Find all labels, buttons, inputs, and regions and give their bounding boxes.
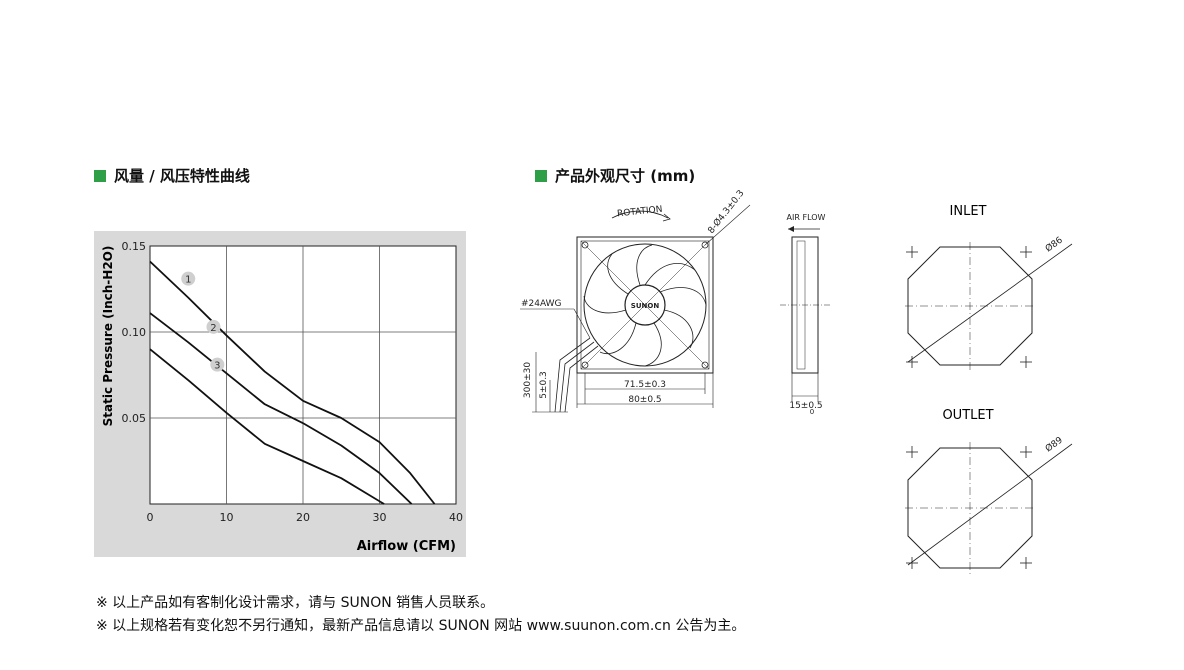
curve-2 — [149, 312, 413, 505]
x-tick-label: 20 — [296, 511, 310, 524]
strip-length-label: 5±0.3 — [539, 371, 549, 399]
curve-label: 3 — [214, 361, 220, 372]
thickness-tolerance: 0 — [810, 408, 814, 416]
green-square-icon — [94, 169, 106, 182]
hole-pitch-label: 71.5±0.3 — [624, 380, 666, 390]
x-tick-label: 0 — [147, 511, 154, 524]
wire-gauge-label: #24AWG — [521, 299, 562, 309]
curve-label: 1 — [185, 275, 191, 286]
inlet-drawing — [905, 242, 1073, 370]
note-customization: ※ 以上产品如有客制化设计需求，请与 SUNON 销售人员联系。 — [96, 595, 495, 611]
brand-label: SUNON — [631, 302, 660, 310]
x-tick-label: 10 — [220, 511, 234, 524]
mounting-hole-label: 8-Ø4.3±0.3 — [706, 188, 747, 236]
inlet-label: INLET — [950, 204, 987, 219]
outlet-label: OUTLET — [942, 408, 993, 423]
curve-section-title-text: 风量 / 风压特性曲线 — [114, 167, 250, 185]
note-specification: ※ 以上规格若有变化恕不另行通知，最新产品信息请以 SUNON 网站 www.s… — [96, 618, 746, 634]
curves — [149, 260, 436, 505]
curve-label: 2 — [210, 323, 216, 334]
fan-front-view — [520, 204, 751, 413]
dimension-section-title-text: 产品外观尺寸 (mm) — [555, 167, 696, 185]
y-axis-label: Static Pressure (Inch-H2O) — [101, 246, 115, 427]
x-tick-label: 30 — [373, 511, 387, 524]
rotation-label: ROTATION — [617, 205, 663, 220]
wire-length-label: 300±30 — [523, 362, 533, 398]
thickness-label: 15±0.5 — [789, 401, 822, 411]
curve-labels: 1 2 3 — [181, 271, 225, 372]
dimension-section-title: 产品外观尺寸 (mm) — [535, 165, 695, 186]
outlet-drawing — [905, 442, 1073, 574]
curve-3 — [149, 348, 385, 505]
fan-side-view — [780, 226, 830, 402]
curve-label-badge — [206, 319, 221, 334]
frame-width-label: 80±0.5 — [628, 395, 661, 405]
y-tick-label: 0.10 — [122, 326, 147, 339]
curve-section-title: 风量 / 风压特性曲线 — [94, 165, 250, 186]
y-tick-label: 0.05 — [122, 412, 147, 425]
x-axis-label: Airflow (CFM) — [357, 539, 456, 554]
grid-lines — [150, 246, 456, 504]
curve-label-badge — [181, 271, 196, 286]
x-tick-label: 40 — [449, 511, 463, 524]
curve-label-badge — [210, 357, 225, 372]
y-tick-label: 0.15 — [122, 240, 147, 253]
airflow-direction-label: AIR FLOW — [787, 213, 826, 222]
curve-1 — [149, 260, 436, 505]
green-square-icon — [535, 169, 547, 182]
tick-labels: 0 10 20 30 40 0.05 0.10 0.15 — [122, 240, 464, 524]
